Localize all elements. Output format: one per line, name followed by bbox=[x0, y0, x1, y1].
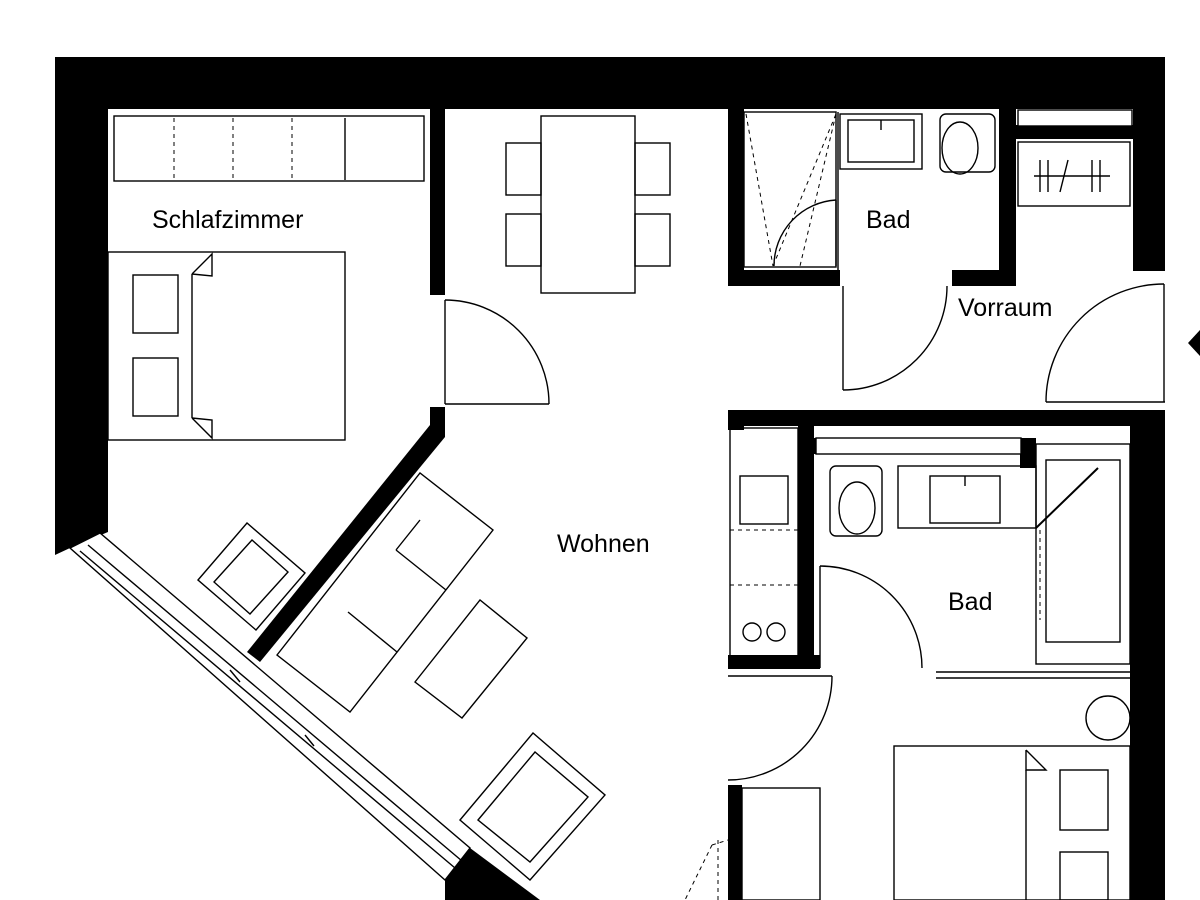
vorraum-cabinet bbox=[1017, 141, 1131, 207]
sink-top bbox=[839, 113, 923, 170]
lower-side-table bbox=[1085, 695, 1131, 741]
facade-window bbox=[68, 532, 471, 882]
window-lower bbox=[815, 437, 1022, 455]
dining-table bbox=[505, 115, 671, 294]
room-label-wohnen: Wohnen bbox=[557, 530, 650, 558]
shower-top bbox=[743, 111, 837, 268]
toilet-top bbox=[939, 113, 996, 175]
bedroom-door bbox=[444, 299, 550, 405]
entrance-arrow bbox=[1188, 330, 1200, 356]
lower-bed bbox=[893, 745, 1131, 900]
room-label-schlafzimmer: Schlafzimmer bbox=[152, 206, 304, 234]
lower-wardrobe bbox=[741, 787, 821, 900]
bathtub bbox=[1035, 443, 1131, 665]
coffee-table bbox=[414, 599, 528, 719]
toilet-bottom bbox=[829, 465, 883, 537]
window-top bbox=[1017, 109, 1133, 127]
entrance-door bbox=[1045, 283, 1165, 403]
living-armchair bbox=[459, 732, 606, 881]
bad-bottom-door bbox=[819, 565, 1130, 679]
lower-door bbox=[727, 675, 833, 781]
bedroom-armchair bbox=[197, 522, 306, 631]
room-label-bad-top: Bad bbox=[866, 206, 911, 234]
bedroom-wardrobe bbox=[113, 115, 425, 182]
bad-top-door bbox=[842, 285, 948, 391]
double-bed bbox=[107, 251, 346, 441]
walls bbox=[55, 57, 1165, 900]
lower-left-dashed-door bbox=[684, 839, 729, 900]
room-label-bad-bottom: Bad bbox=[948, 588, 993, 616]
sink-bottom bbox=[897, 465, 1037, 529]
sofa bbox=[276, 472, 494, 713]
kitchenette bbox=[729, 427, 799, 657]
room-label-vorraum: Vorraum bbox=[958, 294, 1053, 322]
